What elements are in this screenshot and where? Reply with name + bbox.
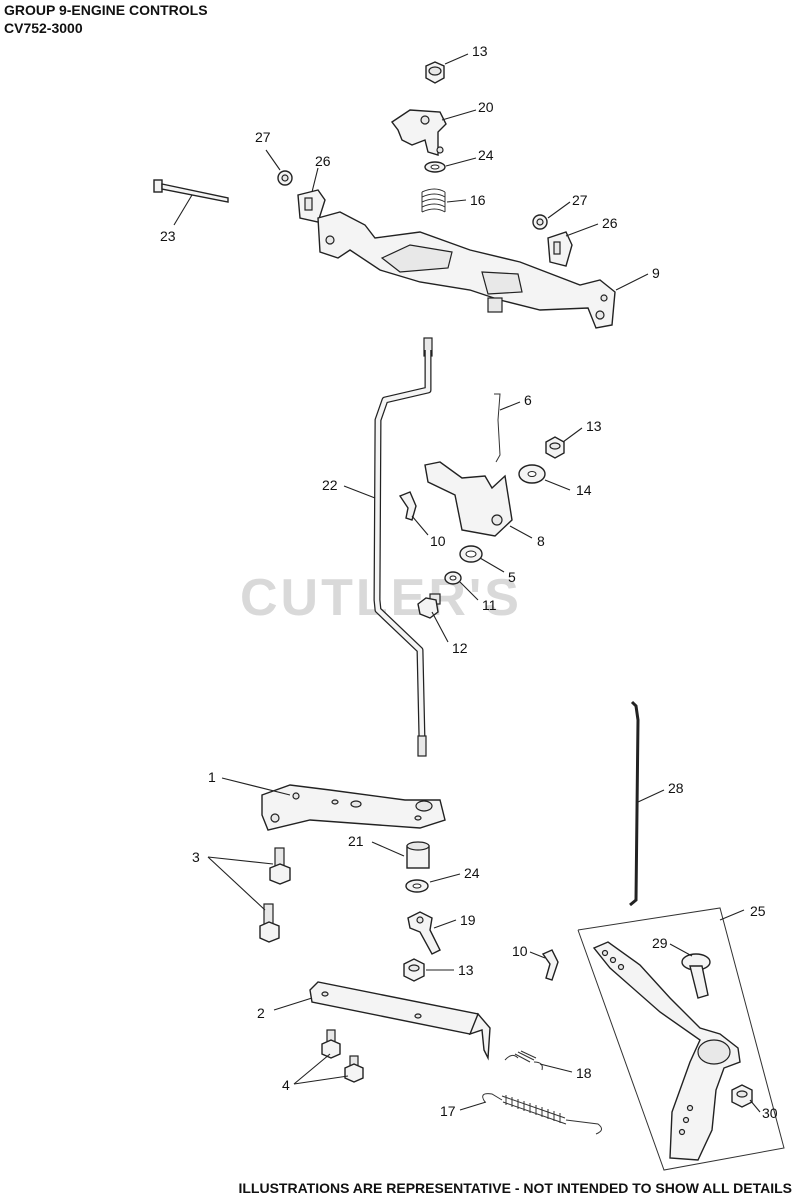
part-3-bolts — [259, 847, 291, 943]
part-22-rod — [373, 337, 433, 757]
callout-10: 10 — [512, 943, 528, 959]
part-2-bracket — [309, 981, 491, 1061]
part-28-rod — [629, 700, 640, 907]
part-18-spring — [504, 1050, 543, 1071]
part-14-washer — [518, 464, 546, 484]
page-title: GROUP 9-ENGINE CONTROLS — [4, 2, 208, 18]
part-24-washer-top — [424, 161, 446, 173]
part-13-nut-top — [425, 61, 445, 84]
callout-6: 6 — [524, 392, 532, 408]
callout-26: 26 — [315, 153, 331, 169]
part-25-lever-arm — [592, 941, 741, 1161]
callout-17: 17 — [440, 1103, 456, 1119]
part-8-bracket — [424, 461, 513, 537]
disclaimer-footer: ILLUSTRATIONS ARE REPRESENTATIVE - NOT I… — [238, 1180, 792, 1196]
callout-20: 20 — [478, 99, 494, 115]
callout-14: 14 — [576, 482, 592, 498]
part-24-washer-lower — [405, 879, 429, 893]
callout-13: 13 — [458, 962, 474, 978]
model-number: CV752-3000 — [4, 20, 83, 36]
callout-29: 29 — [652, 935, 668, 951]
callout-8: 8 — [537, 533, 545, 549]
part-4-bolts — [321, 1029, 364, 1083]
callout-4: 4 — [282, 1077, 290, 1093]
part-16-spring — [421, 188, 446, 213]
part-13-nut-lower — [403, 958, 425, 982]
callout-27: 27 — [572, 192, 588, 208]
callout-13: 13 — [472, 43, 488, 59]
part-12-bolt — [417, 593, 441, 619]
part-25-assembly-frame — [577, 907, 785, 1171]
part-26-clip-left — [297, 189, 326, 223]
part-20-lever — [390, 109, 447, 156]
callout-18: 18 — [576, 1065, 592, 1081]
part-19-lever — [407, 911, 441, 955]
callout-28: 28 — [668, 780, 684, 796]
callout-19: 19 — [460, 912, 476, 928]
part-23-pin — [153, 179, 229, 203]
callout-26: 26 — [602, 215, 618, 231]
callout-22: 22 — [322, 477, 338, 493]
callout-9: 9 — [652, 265, 660, 281]
part-26-clip-right — [547, 231, 573, 267]
callout-2: 2 — [257, 1005, 265, 1021]
callout-24: 24 — [478, 147, 494, 163]
part-10-clip-mid — [398, 491, 417, 521]
callout-16: 16 — [470, 192, 486, 208]
callout-24: 24 — [464, 865, 480, 881]
part-27-screw-right — [532, 214, 548, 230]
callout-23: 23 — [160, 228, 176, 244]
callout-21: 21 — [348, 833, 364, 849]
part-6-link — [494, 393, 501, 463]
part-30-nut — [731, 1084, 753, 1108]
part-10-clip-lower — [541, 949, 559, 981]
part-29-pin — [681, 953, 711, 999]
part-17-spring — [482, 1093, 602, 1135]
callout-13: 13 — [586, 418, 602, 434]
callout-30: 30 — [762, 1105, 778, 1121]
callout-10: 10 — [430, 533, 446, 549]
part-13-nut-mid — [545, 436, 565, 459]
callout-5: 5 — [508, 569, 516, 585]
callout-3: 3 — [192, 849, 200, 865]
callout-27: 27 — [255, 129, 271, 145]
part-27-screw-left — [277, 170, 293, 186]
callout-12: 12 — [452, 640, 468, 656]
callout-25: 25 — [750, 903, 766, 919]
part-11-washer — [444, 571, 462, 585]
part-1-plate — [261, 784, 446, 831]
callout-11: 11 — [482, 597, 497, 613]
part-5-washer — [459, 545, 483, 563]
callout-1: 1 — [208, 769, 216, 785]
part-9-bracket — [317, 211, 616, 329]
leader-lines — [173, 53, 761, 1113]
part-21-bushing — [406, 841, 430, 869]
